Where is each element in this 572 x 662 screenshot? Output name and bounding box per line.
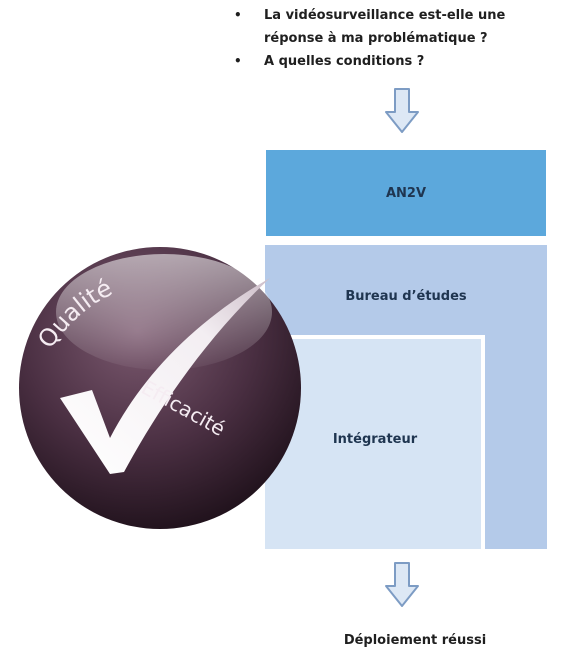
bullet-icon: • (234, 54, 242, 68)
question-text: La vidéosurveillance est-elle une répons… (264, 8, 506, 46)
down-arrow-icon (385, 562, 419, 607)
question-list: • La vidéosurveillance est-elle une répo… (234, 4, 564, 73)
an2v-label: AN2V (385, 186, 427, 201)
gloss-highlight (56, 254, 272, 370)
an2v-box (266, 150, 546, 236)
bureau-etudes-label: Bureau d’études (345, 289, 467, 304)
question-text: A quelles conditions ? (264, 54, 425, 69)
quality-badge: Qualité Efficacité (19, 247, 301, 529)
question-item: • A quelles conditions ? (234, 50, 564, 73)
question-item: • La vidéosurveillance est-elle une répo… (234, 4, 564, 50)
box-divider (265, 335, 485, 549)
checkmark-icon (60, 278, 270, 474)
bullet-icon: • (234, 8, 242, 22)
integrateur-box (265, 335, 483, 549)
integrateur-label: Intégrateur (332, 432, 418, 447)
down-arrow-icon (385, 88, 419, 133)
final-step-label: Déploiement réussi (343, 633, 487, 648)
